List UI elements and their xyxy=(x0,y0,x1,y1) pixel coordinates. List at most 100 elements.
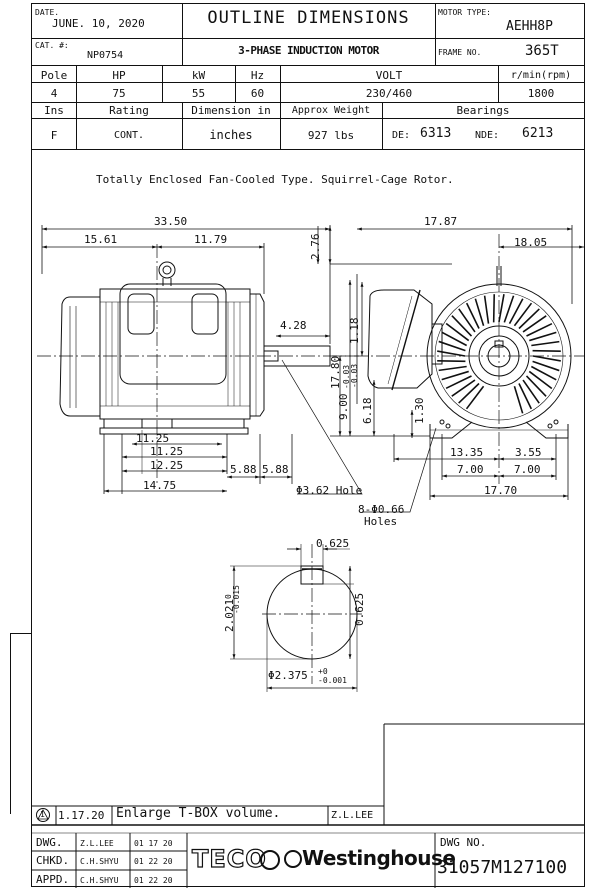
cooling-fin xyxy=(513,302,533,327)
bearing-de-label: DE: xyxy=(392,130,411,141)
spec-col-line xyxy=(76,65,77,149)
dim-1-30: 1.30 xyxy=(413,397,426,425)
bearing-de-value: 6313 xyxy=(420,126,452,141)
cat-value: NP0754 xyxy=(87,50,124,61)
spec-value-weight: 927 lbs xyxy=(307,129,355,142)
cooling-fin xyxy=(451,379,476,397)
spec-value-dimension: inches xyxy=(209,128,253,142)
dim-5-88-a: 5.88 xyxy=(230,463,257,476)
dim-11-25-b: 11.25 xyxy=(150,445,184,458)
cat-label: CAT. #: xyxy=(35,41,69,50)
spec-header-volt: VOLT xyxy=(375,69,403,82)
end-view-dimensions xyxy=(328,225,584,513)
dim-17-80: 17.80 xyxy=(329,355,342,389)
cooling-fin xyxy=(438,365,467,372)
dim-13-35: 13.35 xyxy=(450,446,484,459)
spec-value-ins: F xyxy=(50,129,58,142)
signoff-chkd-name: C.H.SHYU xyxy=(80,857,119,866)
westinghouse-emblem-icon xyxy=(284,850,302,868)
dim-7-00-a: 7.00 xyxy=(457,463,484,476)
spec-header-dimension: Dimension in xyxy=(191,104,271,117)
dim-17-70: 17.70 xyxy=(484,484,518,497)
dim-shaft-dia-tol-top: +0 xyxy=(318,667,328,676)
side-view-dimensions xyxy=(41,225,363,495)
spec-value-rating: CONT. xyxy=(113,130,145,141)
dim-6-18: 6.18 xyxy=(361,397,374,425)
cooling-fin xyxy=(437,359,466,363)
spec-header-rating: Rating xyxy=(109,104,149,117)
dim-3-55: 3.55 xyxy=(515,446,542,459)
cooling-fin xyxy=(513,386,524,414)
spec-header-pole: Pole xyxy=(40,69,68,82)
spec-value-volt: 230/460 xyxy=(365,87,413,100)
teco-swirl-icon xyxy=(260,850,280,870)
spec-header-hp: HP xyxy=(112,69,126,82)
cooling-fin xyxy=(522,379,540,404)
signoff-appd-name: C.H.SHYU xyxy=(80,876,119,885)
signoff-chkd-date: 01 22 20 xyxy=(134,857,173,866)
cooling-fin xyxy=(458,308,476,333)
dim-7-00-b: 7.00 xyxy=(514,463,541,476)
motor-type-value: AEHH8P xyxy=(506,19,553,34)
spec-header-bearings: Bearings xyxy=(456,104,510,117)
spec-line xyxy=(32,82,584,83)
cooling-fin xyxy=(508,298,524,325)
spec-value-kw: 55 xyxy=(191,87,206,100)
westinghouse-logo: Westinghouse xyxy=(302,846,456,870)
revision-by: Z.L.LEE xyxy=(331,810,374,821)
dim-11-79: 11.79 xyxy=(194,233,228,246)
holes-word: Holes xyxy=(364,515,398,528)
spec-header-ins: Ins xyxy=(44,104,64,117)
cooling-fin xyxy=(483,295,490,324)
cooling-fin xyxy=(498,294,505,323)
spec-col-line xyxy=(382,102,383,149)
cooling-fin xyxy=(522,315,547,333)
hole-label: Φ3.62 Hole xyxy=(296,484,363,497)
cooling-fin xyxy=(528,370,553,390)
end-view xyxy=(332,234,584,484)
cooling-fin xyxy=(525,375,547,397)
spec-col-line xyxy=(498,65,499,102)
spec-line xyxy=(32,102,584,103)
date-label: DATE. xyxy=(35,8,60,17)
signoff-chkd-label: CHKD. xyxy=(36,854,70,867)
dim-shaft-2-021-tol-bot: -0.015 xyxy=(232,585,241,614)
dwg-no-value: 31057M127100 xyxy=(437,857,568,878)
cooling-fin xyxy=(503,295,515,323)
motor-description: Totally Enclosed Fan-Cooled Type. Squirr… xyxy=(96,173,454,186)
cooling-fin xyxy=(492,294,496,323)
signoff-appd-date: 01 22 20 xyxy=(134,876,173,885)
dim-shaft-dia-tol-bot: -0.001 xyxy=(318,676,347,685)
shaft-section xyxy=(230,544,362,692)
cooling-fin xyxy=(532,360,560,372)
cooling-fin xyxy=(518,308,540,330)
spec-col-line xyxy=(162,65,163,102)
cooling-fin xyxy=(441,331,468,347)
side-view xyxy=(37,244,362,484)
cooling-fin xyxy=(445,322,470,342)
dim-15-61: 15.61 xyxy=(84,233,118,246)
motor-type-label: MOTOR TYPE: xyxy=(438,8,491,17)
dim-9-00-tol: -0.03 xyxy=(350,363,359,388)
dim-18-05: 18.05 xyxy=(514,236,548,249)
cooling-fin xyxy=(465,302,480,329)
spec-header-hz: Hz xyxy=(250,69,265,82)
signoff-appd-label: APPD. xyxy=(36,873,70,886)
spec-value-hp: 75 xyxy=(112,87,126,100)
header-col-line xyxy=(182,4,183,65)
dim-overall-length: 33.50 xyxy=(154,215,188,228)
drawing-sheet: DATE. JUNE. 10, 2020 CAT. #: NP0754 OUTL… xyxy=(31,3,585,888)
document-title: OUTLINE DIMENSIONS xyxy=(207,8,410,28)
cooling-fin xyxy=(441,370,469,381)
bearing-nde-label: NDE: xyxy=(475,130,500,141)
binding-margin-mark xyxy=(10,633,32,814)
revision-description: Enlarge T-BOX volume. xyxy=(116,806,281,821)
frame-value: 365T xyxy=(525,43,559,59)
header-divider-mid xyxy=(32,38,584,39)
end-view-cooling-fins xyxy=(437,294,561,414)
header-divider-bottom xyxy=(32,65,584,66)
dim-9-00: 9.00 xyxy=(337,393,350,421)
spec-col-line xyxy=(235,65,236,102)
cooling-fin xyxy=(518,383,533,410)
dim-5-88-b: 5.88 xyxy=(262,463,289,476)
